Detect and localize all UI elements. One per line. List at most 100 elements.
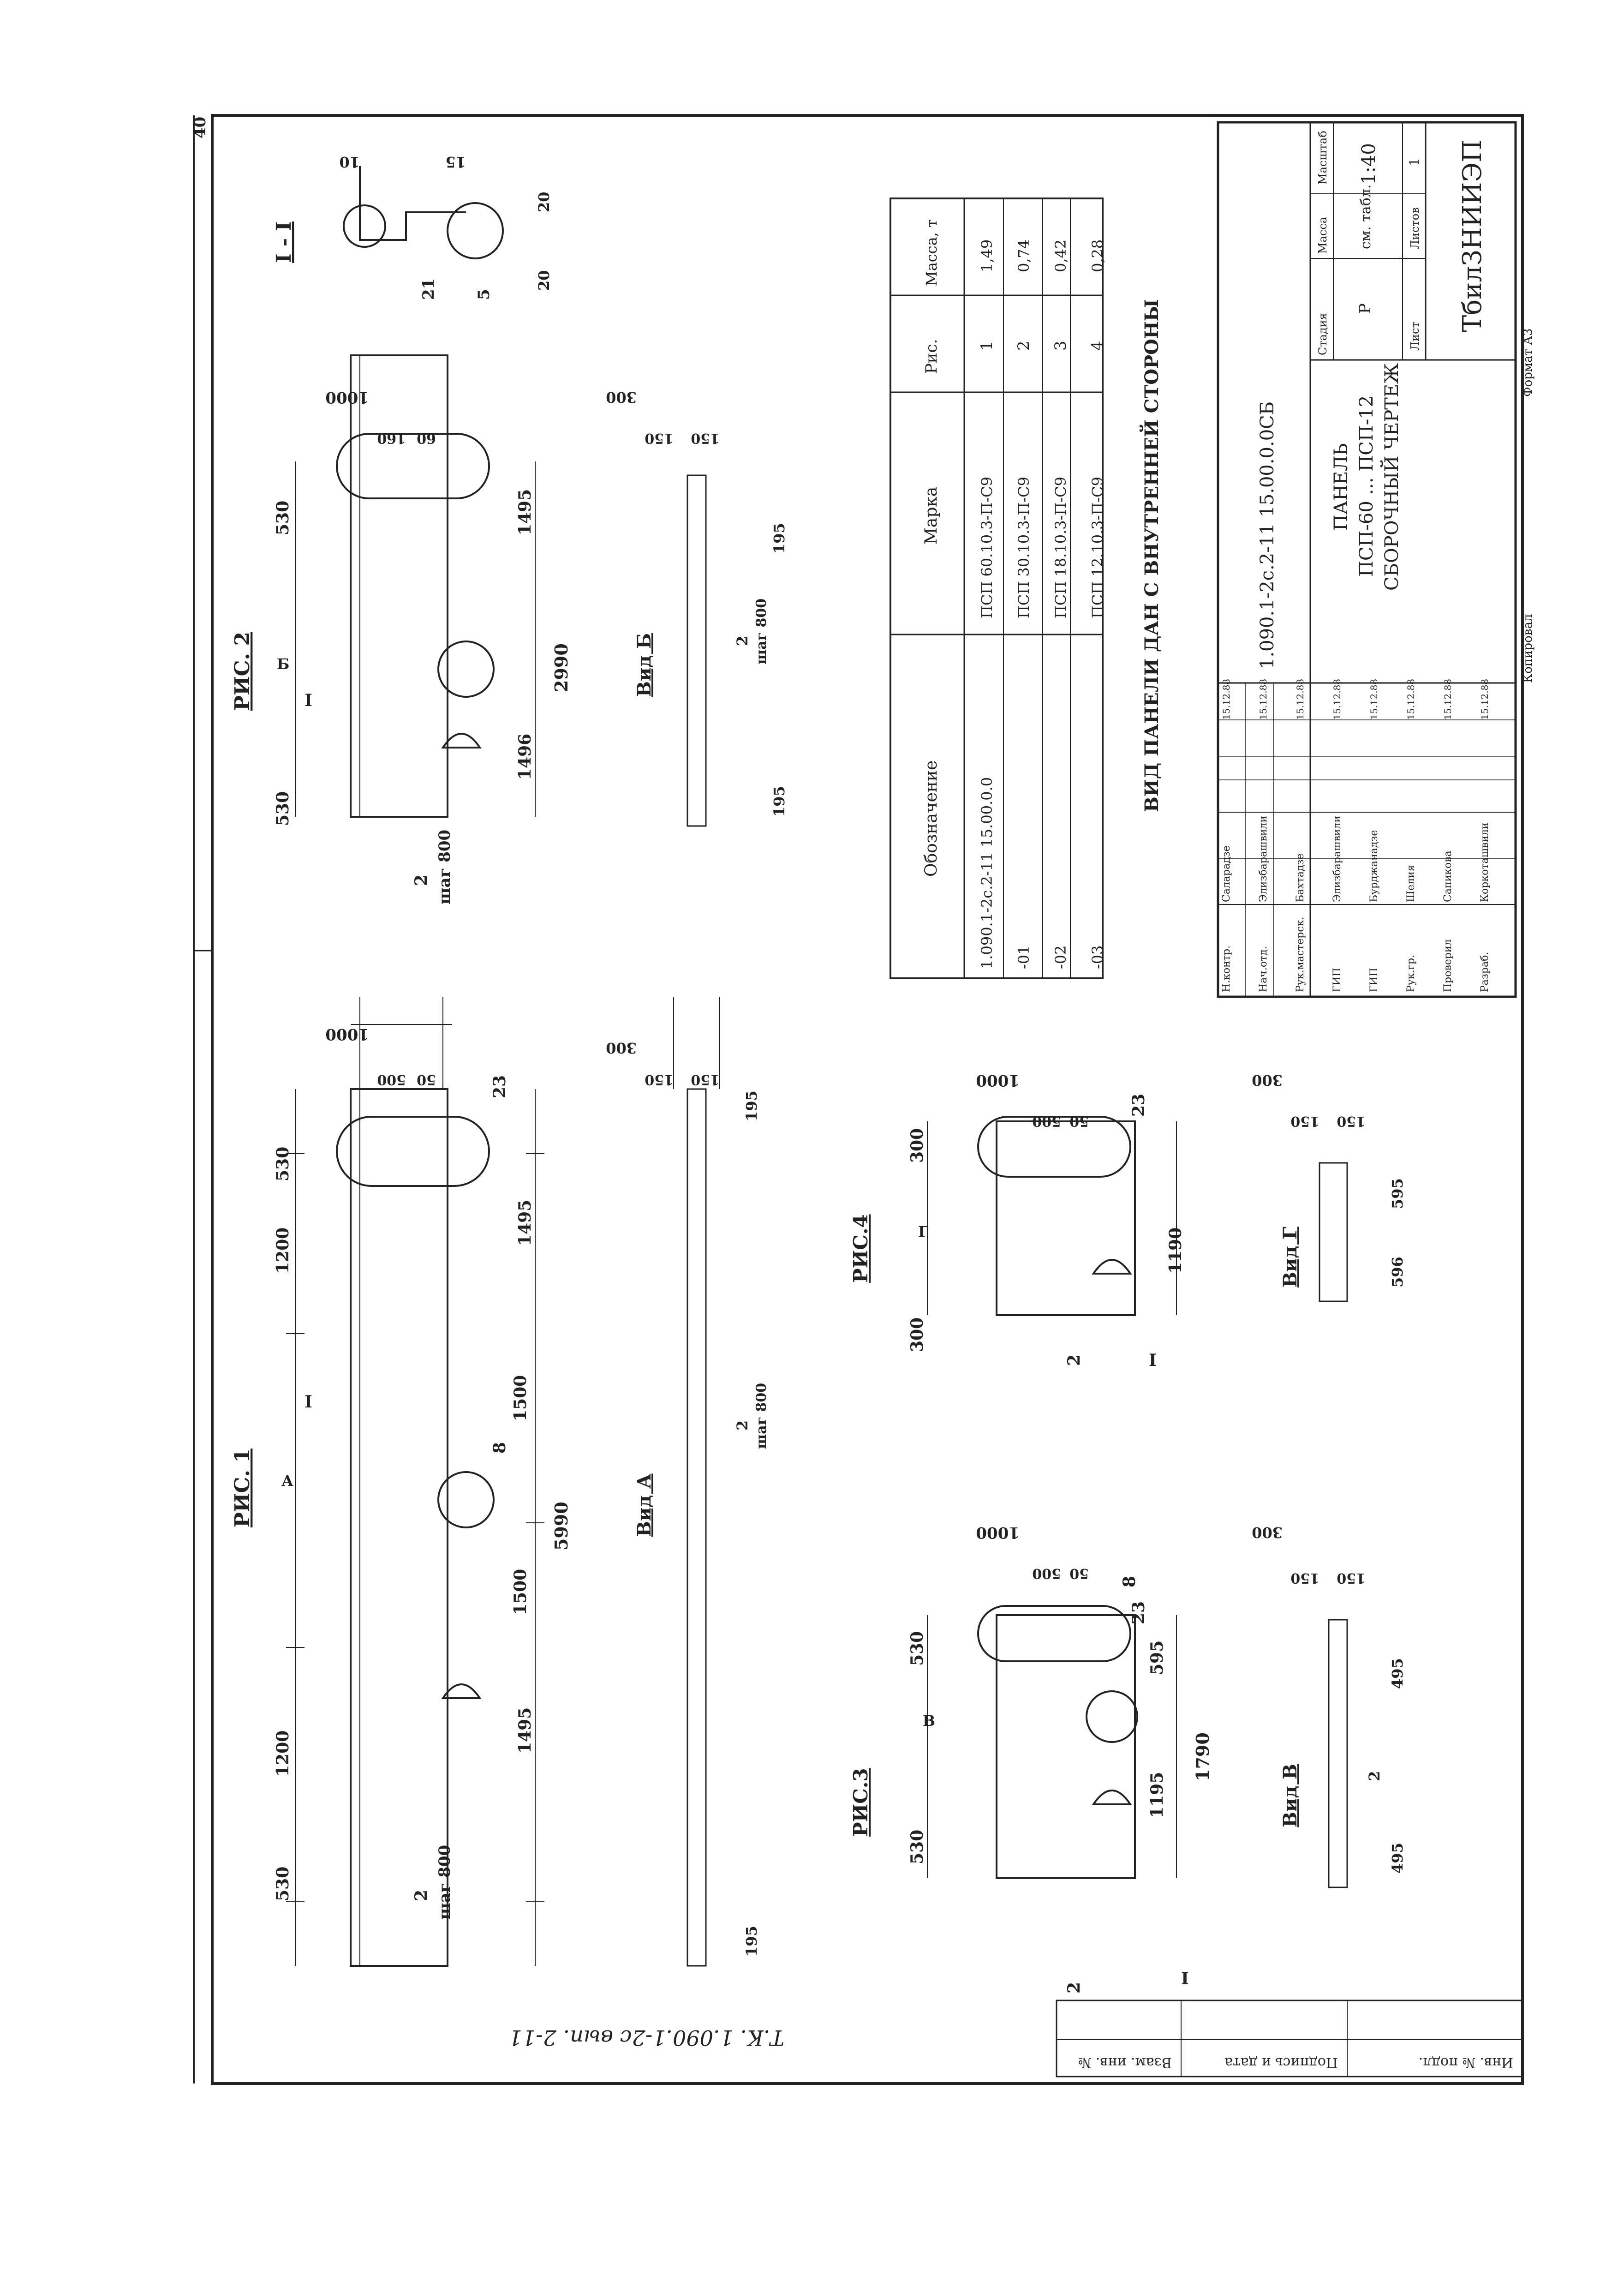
fig3-dim-50: 50 [1069, 1565, 1089, 1581]
doc-code: 1.090.1-2с.2-11 15.00.0.0СБ [1257, 401, 1278, 669]
view-b-dim-150-b: 150 [691, 430, 720, 446]
fig2-arrow-label: Б [277, 655, 289, 673]
org-name: ТбилЗНИИЭП [1457, 140, 1487, 332]
sheets-value: 1 [1407, 158, 1422, 166]
stage-value: Р [1356, 303, 1374, 314]
title-line-3: СБОРОЧНЫЙ ЧЕРТЕЖ [1380, 363, 1403, 591]
signature-date-label: Подпись и дата [1224, 2054, 1338, 2071]
fig3-dim-500: 500 [1032, 1565, 1061, 1581]
fig2-dim-1495: 1495 [515, 489, 535, 535]
fig3-arrow-label: В [923, 1712, 935, 1730]
spec-row-mark: ПСП 30.10.3-П-С9 [1015, 477, 1033, 618]
section-label: I - I [272, 222, 296, 263]
fig1-step: шаг 800 [436, 1845, 454, 1920]
view-b-dim-150-a: 150 [645, 430, 674, 446]
spec-row-fig: 3 [1051, 341, 1070, 351]
figure-4: РИС.4 Вид Г 300 300 1190 1000 500 50 2 2… [849, 1071, 1301, 1370]
inv-instead-label: Взам. инв. № [1078, 2054, 1172, 2071]
fig1-dim-1495-a: 1495 [515, 1707, 535, 1754]
staff-name: Шелия [1405, 865, 1417, 902]
spec-head-fig: Рис. [922, 339, 941, 374]
spec-table: Обозначение Марка Рис. Масса, т 1.090.1-… [890, 198, 1163, 979]
spec-row-mass: 1,49 [978, 239, 996, 272]
view-v-dim-495-b: 495 [1389, 1843, 1406, 1874]
staff-role: Н.контр. [1221, 946, 1232, 992]
fig1-pos-2: 2 [412, 1890, 431, 1901]
fig1-dim-530-a: 530 [273, 1867, 293, 1901]
figure-1: РИС. 1 Вид А 530 1200 1200 530 1495 1495… [231, 997, 655, 1967]
fig2-step: шаг 800 [436, 830, 454, 904]
figure-3: РИС.3 Вид В 530 530 595 1195 1790 1000 5… [849, 1523, 1301, 1994]
staff-date: 15.12.88 [1295, 679, 1306, 720]
spec-row-mark: ПСП 12.10.3-П-С9 [1089, 477, 1106, 618]
staff-role: Проверил [1442, 939, 1454, 992]
panel-outline [350, 1088, 448, 1967]
spec-row-mark: ПСП 18.10.3-П-С9 [1052, 477, 1069, 618]
fig4-dim-300-b: 300 [908, 1128, 927, 1163]
staff-role: Рук.гр. [1405, 955, 1417, 992]
spec-head-mark: Марка [922, 487, 941, 545]
title-line-1: ПАНЕЛЬ [1331, 443, 1352, 531]
fig4-view-label: Вид Г [1279, 1227, 1301, 1287]
spec-row-mass: 0,74 [1015, 239, 1033, 272]
view-a-step: шаг 800 [753, 1383, 770, 1449]
fig1-dim-500: 500 [377, 1072, 406, 1088]
figure-2: РИС. 2 Вид Б 530 530 1495 1496 2990 1000… [231, 354, 655, 904]
staff-date: 15.12.88 [1479, 679, 1490, 720]
view-a-dim-300: 300 [606, 1039, 637, 1057]
view-b-pos-2: 2 [734, 636, 751, 646]
view-a: 300 150 150 195 195 2 шаг 800 [606, 997, 770, 1967]
spec-head-mass: Масса, т [923, 219, 940, 286]
fig1-arrow-label: А [281, 1472, 293, 1490]
staff-name: Бурджанадзе [1368, 830, 1380, 902]
fig2-dim-160: 160 [377, 430, 406, 446]
view-g-dim-150-a: 150 [1290, 1113, 1320, 1129]
fig1-dim-5990: 5990 [551, 1502, 572, 1551]
fig3-dim-1000: 1000 [976, 1523, 1020, 1542]
fig2-label: РИС. 2 [231, 632, 254, 711]
view-v-dim-300: 300 [1252, 1524, 1283, 1541]
fig1-dim-530-b: 530 [273, 1147, 293, 1181]
fig1-dim-1200-b: 1200 [273, 1227, 293, 1274]
spec-row-mark: ПСП 60.10.3-П-С9 [978, 477, 996, 618]
fig3-dim-530-b: 530 [908, 1631, 927, 1666]
fig2-dim-1496: 1496 [515, 734, 535, 780]
fig3-dim-1195: 1195 [1147, 1772, 1167, 1818]
fig2-dim-60: 60 [417, 430, 436, 446]
spec-row-designation: -02 [1052, 945, 1069, 969]
staff-role: ГИП [1368, 968, 1380, 992]
view-g: 300 150 150 596 595 [1252, 1072, 1406, 1302]
staff-role: Рук.мастерск. [1295, 917, 1306, 992]
fig1-dim-50: 50 [417, 1072, 436, 1088]
view-b-dim-300: 300 [606, 389, 637, 406]
view-g-dim-150-b: 150 [1337, 1113, 1366, 1129]
fig2-view-label: Вид Б [633, 633, 655, 697]
fig1-dim-1500-a: 1500 [511, 1569, 530, 1615]
fig3-pos-23: 23 [1129, 1601, 1148, 1624]
fig2-pos-2: 2 [412, 874, 431, 886]
album-code: Т.К. 1.090.1-2с вып. 2-11 [509, 2025, 784, 2050]
spec-row-designation: 1.090.1-2с.2-11 15.00.0.0 [978, 777, 996, 969]
fig3-pos-2: 2 [1064, 1982, 1084, 1994]
section-dim-10: 10 [339, 153, 360, 171]
sheets-label: Листов [1409, 207, 1421, 249]
view-a-dim-195-b: 195 [743, 1926, 760, 1957]
fig4-label: РИС.4 [849, 1214, 872, 1283]
sheet-label: Лист [1409, 322, 1421, 351]
spec-row-designation: -01 [1015, 945, 1033, 969]
head-mass: Масса [1316, 217, 1329, 254]
view-v-dim-150-b: 150 [1337, 1570, 1366, 1586]
title-line-2: ПСП-60 ... ПСП-12 [1356, 395, 1377, 577]
fig4-pos-2: 2 [1064, 1354, 1084, 1366]
fig4-dim-1190: 1190 [1166, 1227, 1185, 1274]
spec-row-mass: 0,42 [1052, 239, 1069, 272]
fig3-pos-8: 8 [1120, 1576, 1139, 1587]
view-v-dim-495-a: 495 [1389, 1658, 1406, 1689]
spec-row-fig: 2 [1015, 341, 1033, 351]
section-pos-21: 21 [419, 278, 438, 300]
staff-role: ГИП [1331, 968, 1343, 992]
fig1-dim-1495-b: 1495 [515, 1200, 535, 1246]
head-scale: Масштаб [1316, 131, 1329, 185]
staff-name: Элизбарашвили [1331, 816, 1343, 902]
staff-grid: Н.контр.Саларадзе15.12.88Нач.отд.Элизбар… [1218, 679, 1516, 997]
